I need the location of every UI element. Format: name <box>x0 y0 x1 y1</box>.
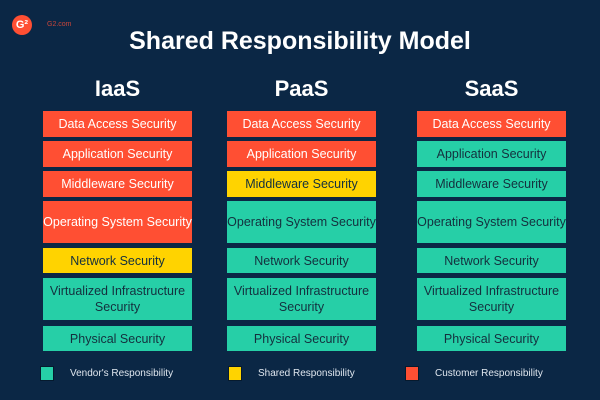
legend-item-customer: Customer Responsibility <box>405 366 543 381</box>
site-link[interactable]: G2.com <box>47 21 72 28</box>
legend-swatch <box>405 366 419 381</box>
responsibility-box: Network Security <box>43 248 192 273</box>
responsibility-box: Virtualized Infrastructure Security <box>227 278 376 320</box>
g2-logo: G² <box>12 15 32 35</box>
legend-swatch <box>228 366 242 381</box>
legend-label: Vendor's Responsibility <box>70 368 174 379</box>
responsibility-box: Network Security <box>227 248 376 273</box>
column-heading: SaaS <box>464 76 519 101</box>
column-heading: PaaS <box>274 76 329 101</box>
responsibility-box: Application Security <box>417 141 566 167</box>
responsibility-box: Physical Security <box>43 326 192 351</box>
legend-swatch <box>40 366 54 381</box>
responsibility-box: Physical Security <box>227 326 376 351</box>
legend-item-vendor: Vendor's Responsibility <box>40 366 173 381</box>
responsibility-box: Operating System Security <box>417 201 566 243</box>
column-heading: IaaS <box>94 76 141 101</box>
responsibility-box: Data Access Security <box>43 111 192 137</box>
responsibility-box: Virtualized Infrastructure Security <box>43 278 192 320</box>
responsibility-box: Network Security <box>417 248 566 273</box>
responsibility-box: Middleware Security <box>43 171 192 197</box>
responsibility-box: Middleware Security <box>417 171 566 197</box>
responsibility-box: Physical Security <box>417 326 566 351</box>
responsibility-box: Data Access Security <box>417 111 566 137</box>
responsibility-box: Application Security <box>43 141 192 167</box>
responsibility-box: Data Access Security <box>227 111 376 137</box>
responsibility-box: Virtualized Infrastructure Security <box>417 278 566 320</box>
responsibility-box: Operating System Security <box>227 201 376 243</box>
page-title: Shared Responsibility Model <box>129 27 471 55</box>
responsibility-box: Operating System Security <box>43 201 192 243</box>
legend-label: Shared Responsibility <box>258 368 355 379</box>
legend-label: Customer Responsibility <box>435 368 543 379</box>
responsibility-box: Application Security <box>227 141 376 167</box>
legend-item-shared: Shared Responsibility <box>228 366 355 381</box>
responsibility-box: Middleware Security <box>227 171 376 197</box>
